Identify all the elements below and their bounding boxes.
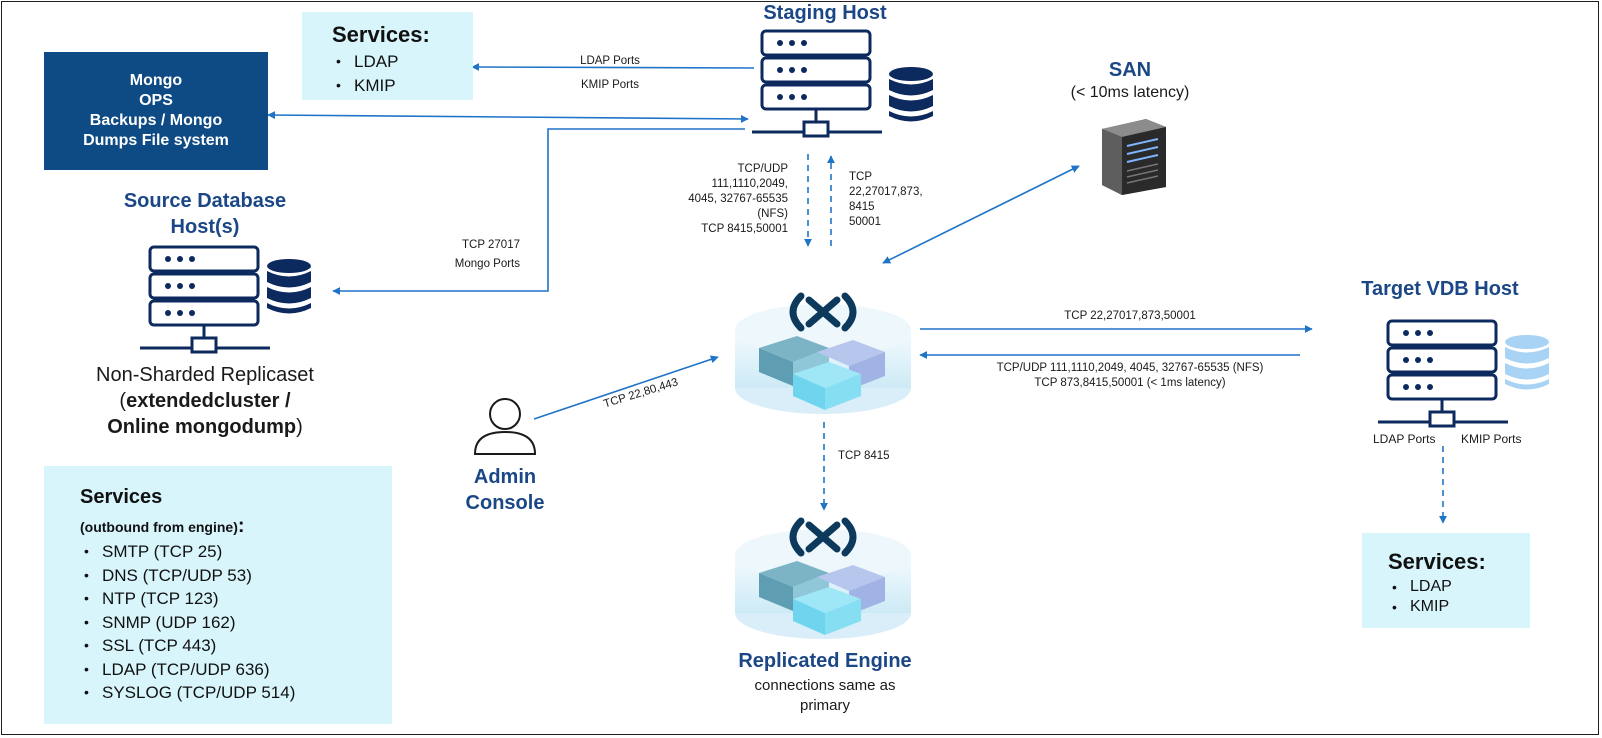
mongo-ops-line: OPS [139, 92, 173, 109]
user-icon [473, 398, 537, 455]
service-item: LDAP [332, 50, 473, 74]
replicated-engine-title: Replicated Engine [738, 650, 912, 672]
edge-label-tcp-27017: TCP 27017 [462, 239, 520, 251]
edge-label-line: 50001 [849, 216, 881, 228]
services-subheading-text: (outbound from engine) [80, 519, 238, 535]
services-heading: Services: [332, 22, 430, 47]
source-host-title: Source Database [123, 190, 287, 212]
service-item: DNS (TCP/UDP 53) [80, 564, 392, 588]
san-title: SAN [1108, 59, 1152, 81]
replicated-engine-description: primary [799, 697, 850, 714]
services-list: LDAP KMIP [1388, 577, 1530, 617]
edge-label-line: TCP 8415,50001 [701, 223, 788, 235]
server-rack-icon [140, 245, 270, 354]
services-box-outbound: Services (outbound from engine): SMTP (T… [44, 466, 392, 724]
edge-label-mongo-ports: Mongo Ports [454, 258, 520, 270]
mongo-ops-line: Dumps File system [83, 132, 229, 149]
mongo-ops-line: Mongo [129, 72, 183, 89]
edge-label-line: (NFS) [757, 208, 788, 220]
service-item: LDAP [1388, 577, 1530, 597]
edge-label-from-target: TCP/UDP 111,1110,2049, 4045, 32767-65535… [996, 362, 1264, 374]
target-kmip-ports: KMIP Ports [1461, 432, 1522, 446]
edge-label-line: 8415 [849, 201, 875, 213]
service-item: SMTP (TCP 25) [80, 540, 392, 564]
service-item: KMIP [332, 74, 473, 98]
services-list: LDAP KMIP [332, 50, 473, 97]
service-item: KMIP [1388, 597, 1530, 617]
services-subheading: (outbound from engine): [80, 515, 392, 538]
service-item: LDAP (TCP/UDP 636) [80, 658, 392, 682]
edge-label-line: 4045, 32767-65535 [688, 193, 788, 205]
server-rack-icon [752, 29, 882, 138]
edge-label-line: TCP [849, 171, 872, 183]
edge-label-kmip-ports: KMIP Ports [581, 79, 639, 91]
service-item: SNMP (UDP 162) [80, 611, 392, 635]
edge-label-from-target: TCP 873,8415,50001 (< 1ms latency) [1034, 377, 1226, 389]
san-subtitle: (< 10ms latency) [1070, 84, 1190, 101]
services-heading: Services [80, 486, 163, 508]
edge-engine-san [882, 165, 1080, 264]
services-list: SMTP (TCP 25) DNS (TCP/UDP 53) NTP (TCP … [80, 540, 392, 705]
service-item: NTP (TCP 123) [80, 587, 392, 611]
target-ldap-ports: LDAP Ports [1373, 432, 1436, 446]
service-item: SSL (TCP 443) [80, 634, 392, 658]
admin-console-title: Console [465, 492, 545, 514]
edge-admin-to-engine [533, 355, 719, 420]
source-host-description: Non-Sharded Replicaset [96, 364, 314, 386]
paren-close: ) [296, 416, 303, 438]
staging-host-title: Staging Host [763, 2, 887, 24]
edge-staging-to-services [471, 63, 755, 72]
san-storage-icon [1102, 119, 1166, 195]
edge-label-line: 111,1110,2049, [711, 178, 788, 190]
database-icon [889, 67, 933, 122]
services-box-right: Services: LDAP KMIP [1362, 533, 1530, 628]
source-mode-bold: extendedcluster / [126, 390, 291, 412]
source-host-title: Host(s) [170, 216, 240, 238]
server-rack-icon [1378, 319, 1508, 428]
delphix-engine-icon [735, 292, 911, 414]
database-icon [1505, 335, 1549, 390]
mongo-ops-box: Mongo OPS Backups / Mongo Dumps File sys… [44, 52, 268, 170]
source-host-description: Online mongodump) [60, 416, 350, 439]
paren-open: ( [119, 390, 127, 412]
mongo-ops-line: Backups / Mongo [89, 112, 223, 129]
replicated-engine-description: connections same as [754, 677, 896, 694]
edge-mongo-staging [267, 111, 749, 123]
edge-label-to-target: TCP 22,27017,873,50001 [1064, 310, 1196, 322]
delphix-engine-icon [735, 517, 911, 639]
services-box-top: Services: LDAP KMIP [302, 12, 473, 100]
edge-staging-to-source [332, 128, 745, 295]
target-host-title: Target VDB Host [1361, 278, 1519, 300]
edge-label-replication: TCP 8415 [838, 450, 890, 462]
edge-label-ldap-ports: LDAP Ports [580, 55, 640, 67]
admin-console-title: Admin [473, 466, 537, 488]
database-icon [267, 259, 311, 314]
source-host-description: (extendedcluster / [60, 390, 350, 413]
services-heading: Services: [1388, 549, 1486, 574]
services-colon: : [237, 515, 245, 537]
edge-label-nfs-to-engine: TCP/UDP 111,1110,2049, 4045, 32767-65535… [650, 162, 788, 237]
source-mode-bold: Online mongodump [107, 416, 297, 438]
edge-label-line: 22,27017,873, [849, 186, 923, 198]
service-item: SYSLOG (TCP/UDP 514) [80, 681, 392, 705]
edge-label-line: TCP/UDP [737, 163, 788, 175]
edge-label-tcp-to-staging: TCP 22,27017,873, 8415 50001 [849, 170, 923, 230]
